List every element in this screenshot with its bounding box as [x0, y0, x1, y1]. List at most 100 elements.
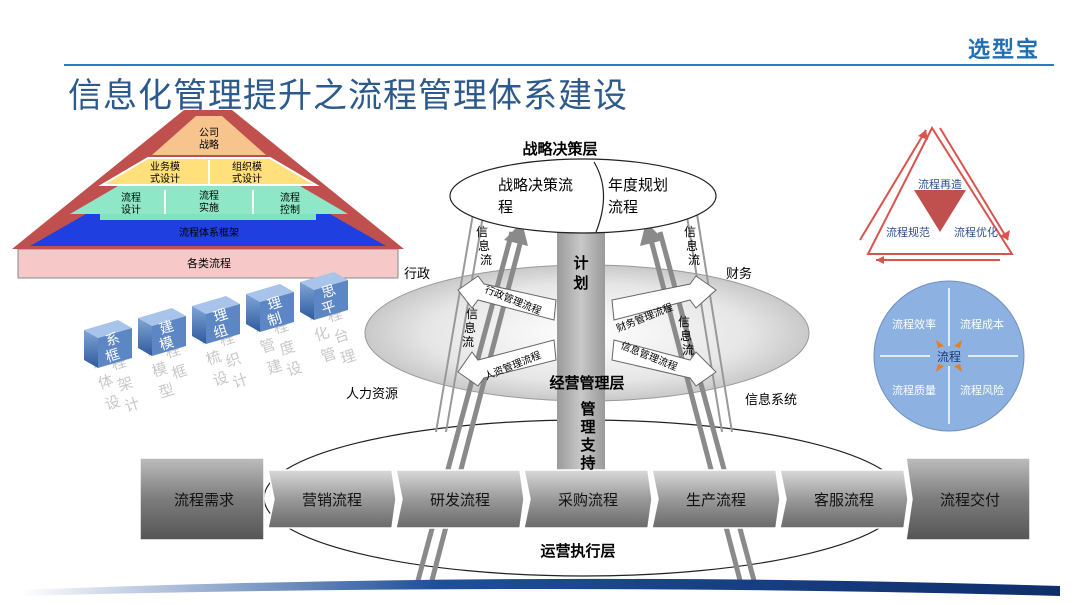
- info-flow-d3: 流: [682, 343, 694, 357]
- cube-fade-text: 管: [258, 335, 278, 357]
- cube-front: [300, 282, 314, 320]
- process-box-4: [651, 469, 781, 529]
- circle-arrow-3: [936, 364, 944, 372]
- pyramid-base-label: 各类流程: [187, 256, 231, 270]
- info-flow-c3: 流: [462, 335, 474, 349]
- pyramid-level-1: [152, 116, 266, 155]
- cube-fade-text: 体: [96, 371, 116, 393]
- plan-l1: 计: [573, 254, 588, 272]
- process-label-6: 流程交付: [940, 491, 1000, 509]
- info-flow-a2: 息: [478, 238, 490, 253]
- annual-plan-l1: 年度规划: [608, 176, 668, 194]
- strategy-process-l1: 战略决策流: [498, 176, 573, 194]
- cube-fade-text: 管: [319, 344, 339, 366]
- annual-plan-l2: 流程: [608, 198, 638, 216]
- pyramid-implement-2: 实施: [199, 201, 219, 214]
- triangle-arc-left: [859, 129, 927, 241]
- cube-label-2: 制: [266, 310, 284, 330]
- strategy-divider: [593, 161, 605, 233]
- cube-side: [98, 328, 132, 368]
- cube-top: [84, 320, 132, 338]
- circle-arrow-1: [936, 340, 944, 348]
- circle-efficiency: 流程效率: [892, 317, 936, 331]
- cube-label-1: 理: [266, 294, 284, 314]
- pyramid-control-2: 控制: [280, 203, 300, 216]
- triangle-arrow-bottom: [876, 256, 884, 264]
- cube-side: [206, 304, 240, 344]
- cube-fade-text: 型: [157, 380, 177, 402]
- process-label-1: 营销流程: [302, 491, 362, 509]
- cube-label-2: 平: [320, 298, 338, 318]
- cube-fade-text: 理: [338, 346, 358, 368]
- cube-label-1: 思: [320, 282, 338, 302]
- cube-side: [152, 316, 186, 356]
- info-flow-b1: 信: [684, 225, 696, 239]
- info-flow-c2: 息: [464, 320, 476, 335]
- infosys-label: 信息系统: [745, 392, 797, 408]
- cube-side: [314, 280, 348, 320]
- center-column: [557, 232, 605, 476]
- support-l3: 支: [579, 436, 596, 454]
- info-flow-labels: 信 息 流 信 息 流 信 息 流 信 息 流: [462, 225, 700, 357]
- hr-label: 人力资源: [346, 387, 398, 402]
- cube-fade-text: 设: [284, 358, 304, 380]
- circle-arrow-4: [954, 364, 962, 372]
- circle-center-label: 流程: [937, 349, 961, 364]
- cube-series: 流程体架设计系框流程模框型建模流程梳织设计理组流程管度建设理制流程化台管理思平: [84, 272, 358, 416]
- process-metrics-circle: 流程 流程效率 流程成本 流程质量 流程风险: [873, 280, 1025, 432]
- pyramid-business-model: 业务模: [150, 160, 180, 173]
- admin-label: 行政: [404, 267, 430, 282]
- support-l1: 管: [580, 400, 595, 418]
- cube-label-2: 模: [158, 334, 176, 354]
- triangle-center: [914, 190, 966, 232]
- process-box-5: [779, 469, 909, 529]
- pyramid-level-3: [70, 186, 348, 214]
- strategy-process-l2: 程: [498, 198, 513, 216]
- cube-front: [84, 330, 98, 368]
- pyramid: 公司 战略 业务模 式设计 组织模 式设计 流程 设计 流程 实施 流程 控制 …: [12, 110, 404, 279]
- cube-top: [300, 272, 348, 290]
- cube-top: [192, 296, 240, 314]
- cube-fade-text: 计: [122, 394, 142, 416]
- info-flow-d1: 信: [678, 315, 690, 329]
- support-l4: 持: [580, 454, 595, 472]
- process-label-2: 研发流程: [430, 491, 490, 509]
- circle-arrow-2: [954, 340, 962, 348]
- pyramid-level-4: [30, 214, 386, 246]
- process-cycle-triangle: 流程再造 流程规范 流程优化: [859, 125, 1014, 264]
- process-label-4: 生产流程: [686, 491, 746, 509]
- circle-quality: 流程质量: [892, 383, 936, 397]
- info-flow-d2: 息: [680, 328, 692, 343]
- process-box-0: [139, 457, 265, 541]
- circle-risk: 流程风险: [960, 383, 1004, 397]
- pyramid-business-model-2: 式设计: [150, 172, 180, 185]
- cube-front: [192, 306, 206, 344]
- cube-label-1: 系: [104, 330, 122, 350]
- pyramid-top-l1: 公司: [199, 128, 219, 139]
- triangle-arc-right: [939, 127, 1009, 241]
- cube-fade-text: 框: [169, 361, 189, 383]
- pyramid-org-model-2: 式设计: [232, 172, 262, 185]
- cube-fade-text: 化: [312, 323, 332, 345]
- process-box-2: [395, 469, 525, 529]
- brand-logo: 选型宝: [968, 38, 1041, 63]
- cube-fade-text: 度: [277, 337, 297, 359]
- triangle-outline: [866, 125, 1014, 255]
- support-l2: 理: [580, 418, 595, 436]
- cube-fade-text: 织: [223, 349, 243, 371]
- cube-fade-text: 模: [150, 359, 170, 381]
- bottom-swoosh: [20, 578, 1060, 596]
- process-box-1: [267, 469, 397, 529]
- strategic-layer-label: 战略决策层: [522, 140, 597, 158]
- cube-fade-text: 计: [230, 370, 250, 392]
- process-chain: 流程需求营销流程研发流程采购流程生产流程客服流程流程交付: [139, 457, 1031, 541]
- pyramid-control: 流程: [280, 191, 300, 204]
- pyramid-design: 流程: [121, 191, 141, 204]
- process-label-3: 采购流程: [558, 491, 618, 509]
- page-title: 信息化管理提升之流程管理体系建设: [68, 76, 628, 116]
- cube-label-1: 理: [212, 306, 230, 326]
- pyramid-design-2: 设计: [121, 203, 141, 216]
- pyramid-implement: 流程: [199, 189, 219, 202]
- triangle-left-label: 流程规范: [886, 225, 930, 239]
- cube-fade-text: 建: [265, 356, 285, 378]
